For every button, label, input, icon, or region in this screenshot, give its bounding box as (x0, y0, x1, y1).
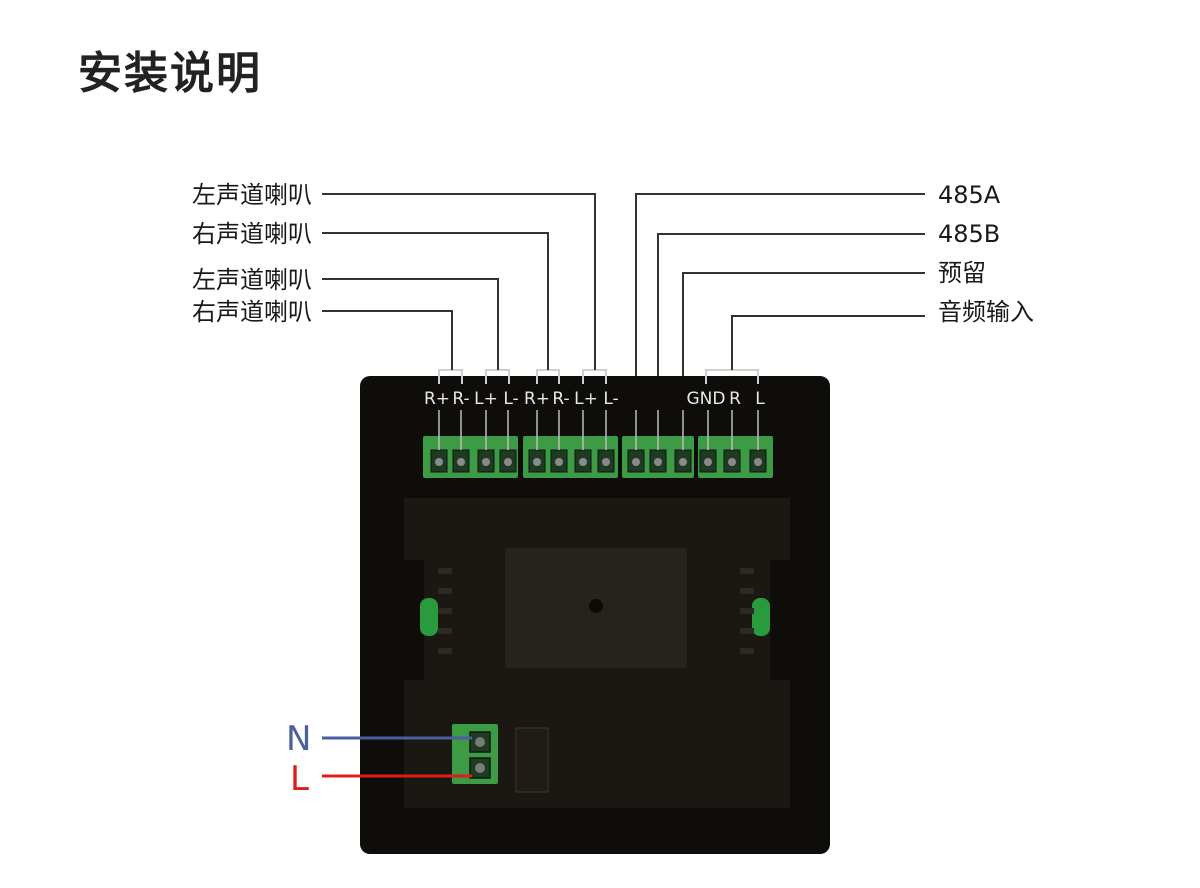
terminal-screw-icon (555, 458, 563, 466)
pin-label: R+ (524, 389, 550, 409)
speaker-terminal-block-2 (523, 436, 618, 478)
terminal-screw-icon (482, 458, 490, 466)
label-audio-input: 音频输入 (938, 298, 1034, 326)
label-neutral: N (286, 719, 311, 759)
pin-label: L+ (474, 389, 498, 409)
pin-label-r: R (729, 389, 741, 409)
terminal-screw-icon (602, 458, 610, 466)
terminal-screw-icon (533, 458, 541, 466)
label-right-speaker-2: 右声道喇叭 (192, 298, 312, 326)
terminal-screw-icon (654, 458, 662, 466)
power-marking-icon (515, 727, 549, 793)
terminal-screw-icon (728, 458, 736, 466)
pin-label: R+ (424, 389, 450, 409)
label-reserved: 预留 (938, 259, 986, 287)
pin-label: L+ (574, 389, 598, 409)
label-left-speaker-1: 左声道喇叭 (192, 181, 312, 209)
right-clip-icon (752, 598, 770, 636)
speaker-pin-labels: R+ R- L+ L- R+ R- L+ L- (424, 389, 619, 409)
pin-label: R- (452, 389, 469, 409)
terminal-screw-icon (579, 458, 587, 466)
terminal-sockets (430, 410, 767, 473)
terminal-screw-icon (504, 458, 512, 466)
pin-label: L- (603, 389, 618, 409)
terminal-screw-icon (435, 458, 443, 466)
label-right-speaker-1: 右声道喇叭 (192, 220, 312, 248)
label-485b: 485B (938, 220, 1000, 248)
terminal-screw-icon (754, 458, 762, 466)
pin-label-gnd: GND (687, 389, 726, 409)
label-left-speaker-2: 左声道喇叭 (192, 266, 312, 294)
leader-lines-left (322, 193, 596, 370)
center-screw-hole (589, 599, 603, 613)
left-clip-icon (420, 598, 438, 636)
pin-label: R- (552, 389, 569, 409)
leader-lines-right (635, 193, 925, 376)
label-485a: 485A (938, 181, 1001, 209)
pin-label: L- (503, 389, 518, 409)
terminal-screw-icon (679, 458, 687, 466)
terminal-screw-icon (632, 458, 640, 466)
pin-label-l: L (755, 389, 765, 409)
terminal-screw-icon (704, 458, 712, 466)
label-live: L (290, 759, 309, 799)
page-title: 安装说明 (78, 48, 262, 99)
terminal-screw-icon (457, 458, 465, 466)
audio-pin-labels: GND R L (687, 389, 766, 409)
